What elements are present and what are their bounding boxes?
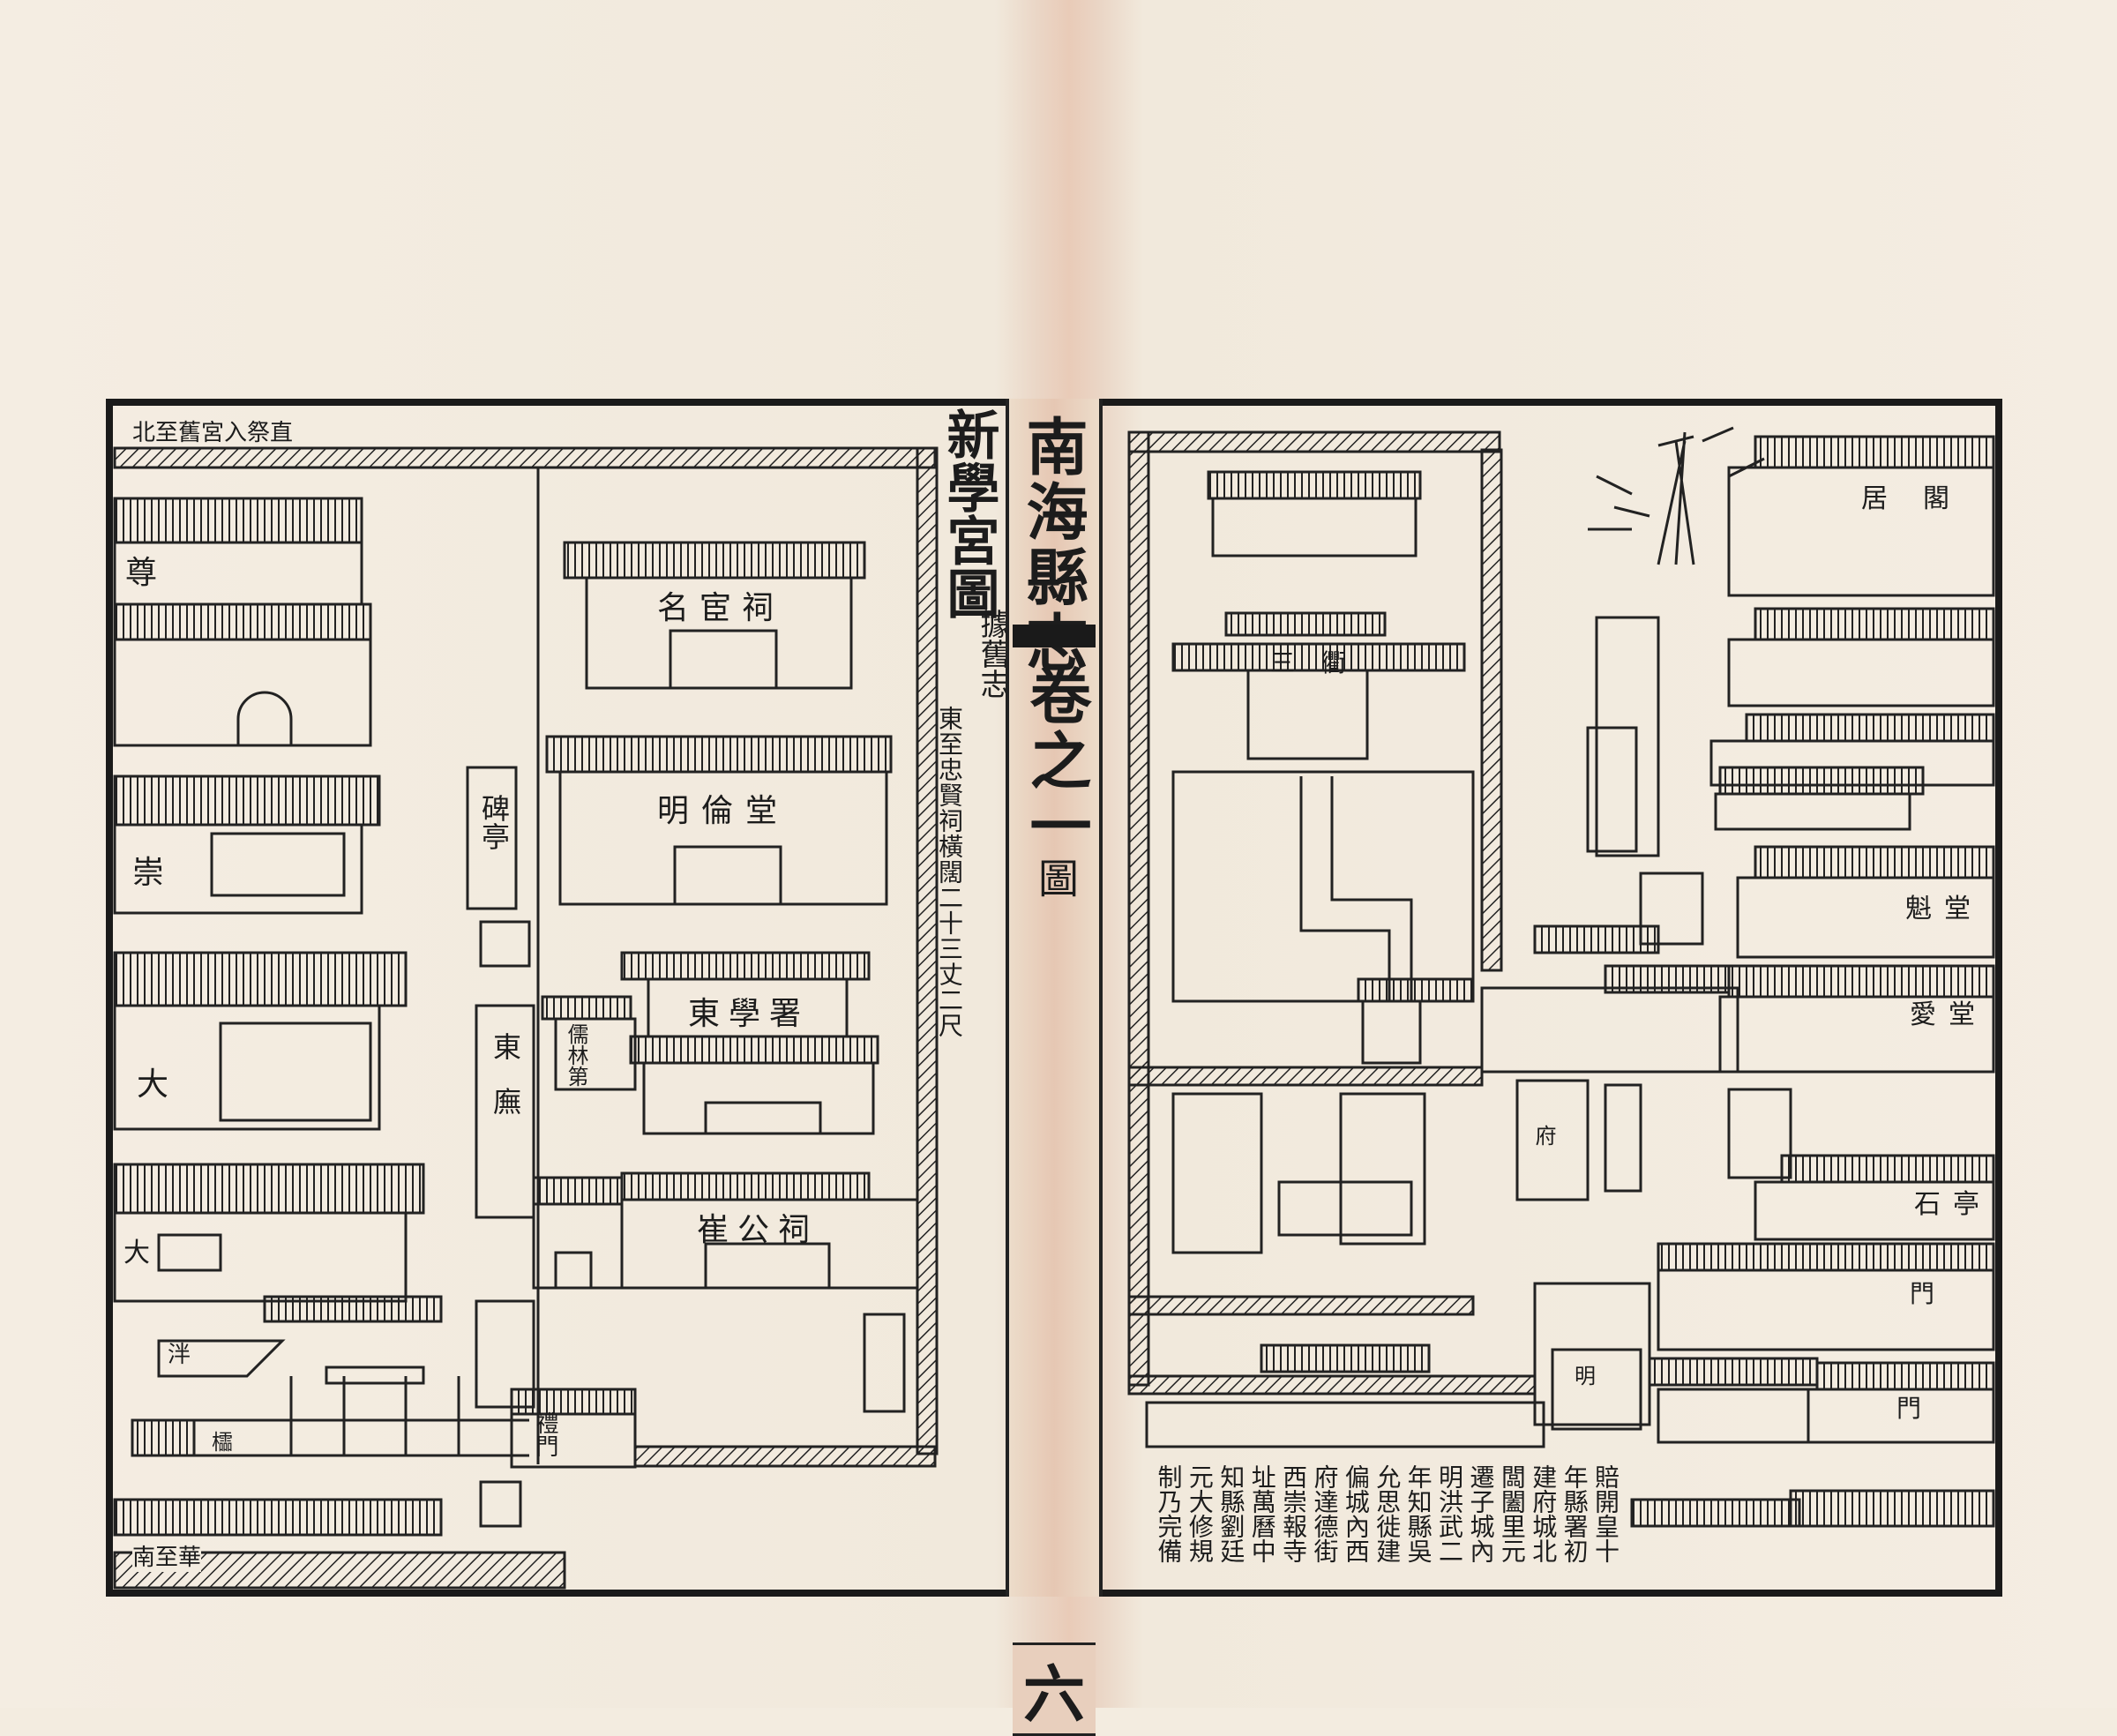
spine-section: 圖 [1032, 857, 1080, 898]
label-cuigong-ci: 崔公祠 [697, 1212, 819, 1248]
label-dong-wu: 東廡 [489, 1032, 522, 1141]
note-col: 址萬曆中 [1247, 1464, 1277, 1563]
note-col: 偏城內西 [1341, 1464, 1371, 1563]
label-dongxue-shu: 東學署 [688, 996, 811, 1032]
label-shi-ting: 石亭 [1914, 1189, 1992, 1220]
spine-volume: 卷之一 [1020, 663, 1093, 859]
note-col: 元大修規 [1185, 1464, 1215, 1563]
note-col: 允思徙建 [1373, 1464, 1403, 1563]
building-dongxue-shu [620, 951, 879, 1135]
spine-page-number: 六 [1013, 1642, 1096, 1736]
building-san-jie [1171, 611, 1466, 760]
label-ru-lin: 儒林第 [564, 1023, 588, 1087]
right-complex [1145, 435, 1995, 1528]
label-men-2: 門 [1896, 1394, 1922, 1423]
label-zun: 尊 [125, 555, 158, 591]
map-title: 新學宮圖 [938, 408, 999, 619]
hall-zong [113, 774, 381, 915]
hall-zun [113, 497, 372, 747]
book-spine: 南海縣志 卷之一 圖 六 [1006, 399, 1103, 1736]
note-col: 遷子城內 [1466, 1464, 1496, 1563]
note-col: 知縣劉廷 [1216, 1464, 1246, 1563]
label-ling: 櫺 [212, 1430, 233, 1455]
label-fu: 府 [1531, 1125, 1556, 1146]
note-col: 賠開皇十 [1591, 1464, 1620, 1563]
lingxing-gate [131, 1366, 529, 1457]
bamboo-grove [1588, 426, 1765, 565]
label-zong: 崇 [132, 855, 165, 891]
note-col: 明洪武二 [1435, 1464, 1465, 1563]
note-col: 府達德街 [1310, 1464, 1340, 1563]
note-col: 年知縣吳 [1403, 1464, 1433, 1563]
building-li-men [479, 1388, 637, 1528]
label-bei-ting: 碑亭 [477, 794, 511, 850]
building-bei-ting [466, 766, 535, 1409]
map-source-note: 據舊志 [975, 609, 1010, 699]
label-minglun-tang: 明倫堂 [657, 793, 790, 829]
label-li-men: 禮門 [532, 1411, 558, 1457]
building-minglun-tang [545, 735, 893, 906]
label-men-1: 門 [1910, 1279, 1935, 1308]
note-col: 建府城北 [1529, 1464, 1559, 1563]
label-pan: 泮 [168, 1342, 191, 1368]
corner-south-note: 南至華 [132, 1539, 202, 1572]
label-ju-ge: 居閣 [1861, 483, 1985, 514]
label-da-1: 大 [137, 1066, 169, 1103]
note-col: 制乃完備 [1154, 1464, 1184, 1563]
note-col: 闆闔里元 [1497, 1464, 1527, 1563]
label-san-jie: 三衢 [1270, 648, 1373, 677]
label-kui-tang: 魁堂 [1905, 894, 1983, 924]
spine-divider [1013, 625, 1096, 647]
corner-north-note: 北至舊宮入祭直 [132, 420, 294, 446]
label-ai-tang: 愛堂 [1910, 999, 1987, 1030]
note-col: 年縣署初 [1560, 1464, 1590, 1563]
note-col: 西崇報寺 [1279, 1464, 1309, 1563]
history-note: 賠開皇十 年縣署初 建府城北 闆闔里元 遷子城內 明洪武二 年知縣吳 允思徙建 … [1125, 1464, 1620, 1563]
hall-da-2 [113, 1163, 425, 1303]
hall-da-1 [113, 951, 408, 1131]
label-ming: 明 [1575, 1364, 1596, 1388]
map-distance-note: 東至忠賢祠橫闊二十三丈二尺 [935, 706, 964, 1038]
right-hall-top [1207, 470, 1422, 557]
building-mingguan-ci [563, 541, 866, 690]
building-cuigong-ci [532, 1171, 919, 1290]
label-da-2: 大 [123, 1238, 150, 1268]
label-mingguan-ci: 名宦祠 [657, 590, 785, 626]
building-ru-lin [541, 995, 637, 1091]
